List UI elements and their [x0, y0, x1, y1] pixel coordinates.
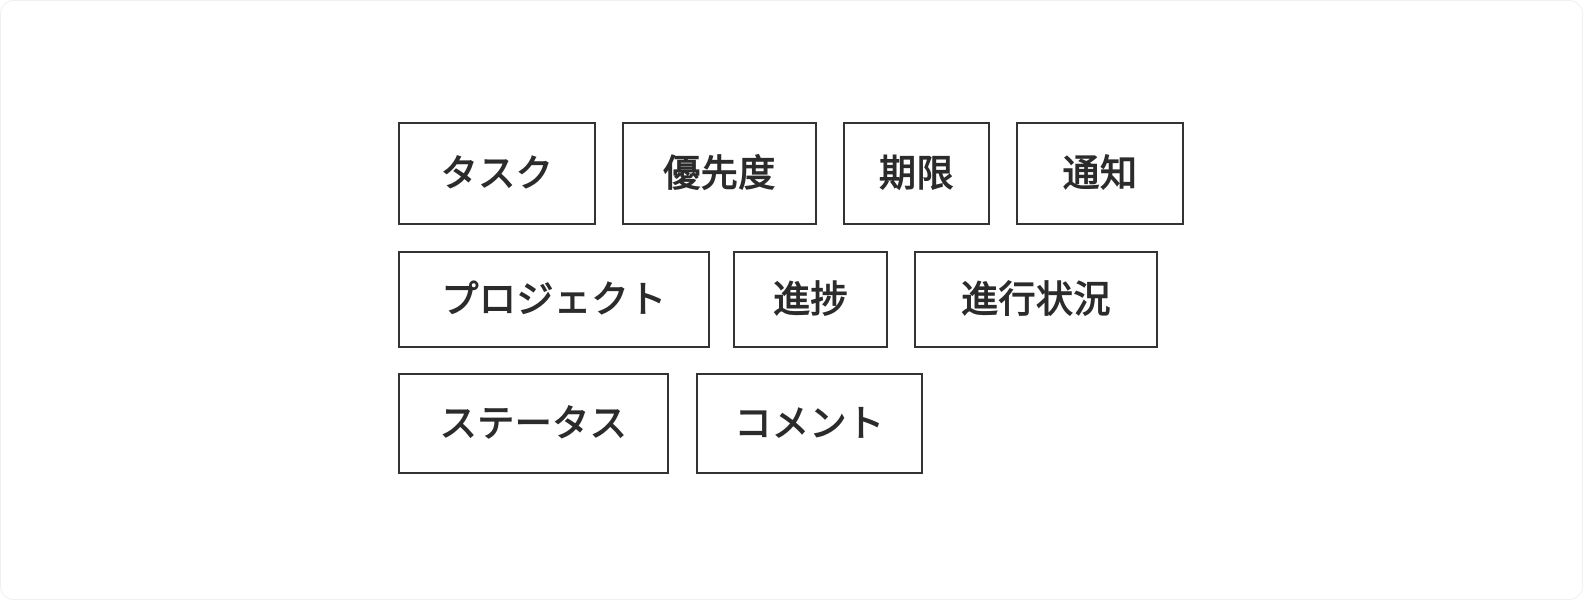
tag-label: タスク	[440, 152, 554, 195]
tag-button-notification[interactable]: 通知	[1016, 122, 1184, 225]
tag-button-status[interactable]: ステータス	[398, 373, 669, 474]
tag-button-progress[interactable]: 進捗	[733, 251, 888, 348]
tag-button-deadline[interactable]: 期限	[843, 122, 990, 225]
tag-button-comment[interactable]: コメント	[696, 373, 923, 474]
tag-label: ステータス	[439, 402, 628, 445]
tag-label: コメント	[734, 402, 885, 445]
tag-label: プロジェクト	[441, 278, 667, 321]
tag-button-task[interactable]: タスク	[398, 122, 596, 225]
tag-button-priority[interactable]: 優先度	[622, 122, 817, 225]
tag-label: 期限	[879, 152, 954, 195]
tag-label: 進行状況	[961, 278, 1111, 321]
tag-label: 通知	[1062, 152, 1138, 195]
tag-button-project[interactable]: プロジェクト	[398, 251, 710, 348]
tag-label: 優先度	[663, 152, 776, 195]
tag-label: 進捗	[773, 278, 848, 321]
tag-row-2: プロジェクト 進捗 進行状況	[398, 251, 1158, 348]
tag-button-progress-status[interactable]: 進行状況	[914, 251, 1158, 348]
tag-row-1: タスク 優先度 期限 通知	[398, 122, 1184, 225]
tag-row-3: ステータス コメント	[398, 373, 923, 474]
